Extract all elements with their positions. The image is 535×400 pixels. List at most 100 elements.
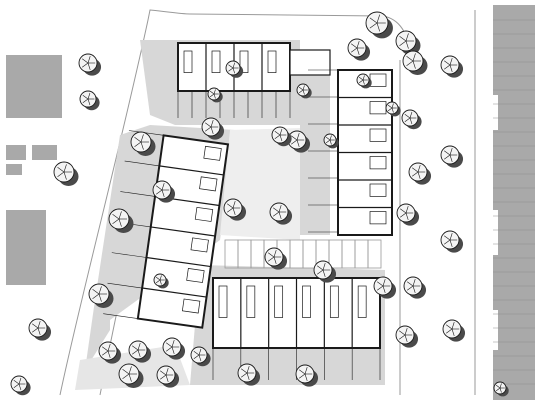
tree-branch: [87, 56, 91, 64]
stair-core: [190, 237, 209, 253]
tree-branch: [140, 141, 144, 150]
tree-icon: [395, 325, 419, 348]
stair-core: [267, 50, 277, 73]
tree-branch: [273, 250, 277, 258]
housing-block-south: [212, 277, 381, 349]
tree-branch: [161, 189, 165, 197]
tree-branch: [232, 207, 236, 215]
tree-icon: [442, 319, 466, 342]
tree-branch: [369, 22, 378, 29]
tree-branch: [399, 212, 407, 218]
stair-core: [239, 50, 249, 73]
tree-branch: [193, 354, 200, 360]
tree-branch: [449, 148, 453, 156]
tree-branch: [325, 139, 331, 144]
tree-branch: [411, 167, 419, 173]
garden-fence: [120, 191, 156, 197]
tree-branch: [140, 134, 144, 143]
tree-branch: [298, 373, 306, 379]
tree-branch: [376, 281, 384, 287]
tree-branch: [298, 369, 306, 375]
tree-branch: [406, 56, 414, 62]
tree-branch: [81, 58, 89, 64]
tree-branch: [128, 373, 132, 382]
tree-branch: [398, 330, 406, 336]
tree-branch: [443, 239, 451, 245]
parking-bay: [224, 239, 239, 269]
tree-icon: [440, 145, 464, 168]
tree-branch: [165, 342, 173, 348]
tree-icon: [408, 162, 432, 185]
tree-branch: [246, 372, 250, 380]
parking-bay: [302, 239, 317, 269]
tree-branch: [406, 60, 414, 66]
tree-branch: [63, 171, 67, 180]
tree-branch: [128, 366, 132, 375]
tree-branch: [213, 93, 216, 99]
tree-icon: [225, 60, 244, 78]
tree-icon: [108, 208, 134, 233]
tree-branch: [382, 285, 386, 293]
tree-branch: [417, 171, 421, 179]
tree-branch: [358, 79, 364, 84]
tree-branch: [267, 256, 275, 262]
tree-branch: [272, 211, 280, 217]
tree-branch: [204, 122, 212, 128]
tree-branch: [391, 107, 394, 113]
neighbouring-building-shed-3: [6, 164, 22, 175]
tree-branch: [369, 17, 378, 24]
tree-icon: [156, 365, 180, 388]
tree-icon: [153, 273, 169, 289]
stair-core: [274, 285, 284, 318]
garden-fence: [124, 160, 160, 167]
tree-branch: [404, 328, 408, 336]
tree-branch: [165, 374, 169, 382]
tree-branch: [92, 289, 100, 295]
tree-branch: [350, 47, 358, 53]
tree-icon: [402, 50, 428, 75]
parking-bay: [354, 239, 369, 269]
tree-branch: [92, 293, 100, 299]
stair-core: [357, 285, 367, 318]
tree-branch: [405, 33, 409, 42]
tree-branch: [98, 293, 102, 302]
tree-branch: [274, 130, 281, 136]
tree-branch: [240, 368, 248, 374]
tree-icon: [440, 55, 464, 78]
tree-branch: [171, 340, 175, 348]
tree-branch: [165, 368, 169, 376]
tree-branch: [134, 141, 142, 147]
tree-branch: [159, 374, 167, 380]
tree-branch: [31, 327, 39, 333]
tree-branch: [495, 384, 501, 389]
tree-branch: [101, 346, 109, 352]
tree-branch: [411, 171, 419, 177]
stair-core: [302, 285, 311, 318]
tree-branch: [274, 134, 281, 140]
tree-branch: [193, 350, 200, 356]
parking-bay: [367, 239, 382, 269]
tree-branch: [81, 62, 89, 68]
tree-branch: [101, 350, 109, 356]
tree-branch: [316, 265, 324, 271]
tree-branch: [376, 14, 381, 24]
stair-core: [218, 285, 228, 318]
tree-icon: [201, 117, 225, 140]
tree-icon: [28, 318, 52, 341]
tree-branch: [356, 41, 360, 49]
tree-icon: [190, 346, 211, 367]
tree-branch: [155, 185, 163, 191]
tree-branch: [131, 349, 139, 355]
stair-core: [181, 298, 201, 314]
tree-branch: [409, 111, 413, 119]
tree-branch: [246, 366, 250, 374]
tree-icon: [98, 341, 122, 364]
tree-branch: [240, 372, 248, 378]
tree-branch: [209, 93, 215, 98]
tree-branch: [451, 322, 455, 330]
tree-icon: [295, 364, 319, 387]
tree-icon: [10, 375, 31, 396]
tree-icon: [237, 363, 261, 386]
tree-branch: [204, 126, 212, 132]
tree-branch: [278, 211, 282, 219]
